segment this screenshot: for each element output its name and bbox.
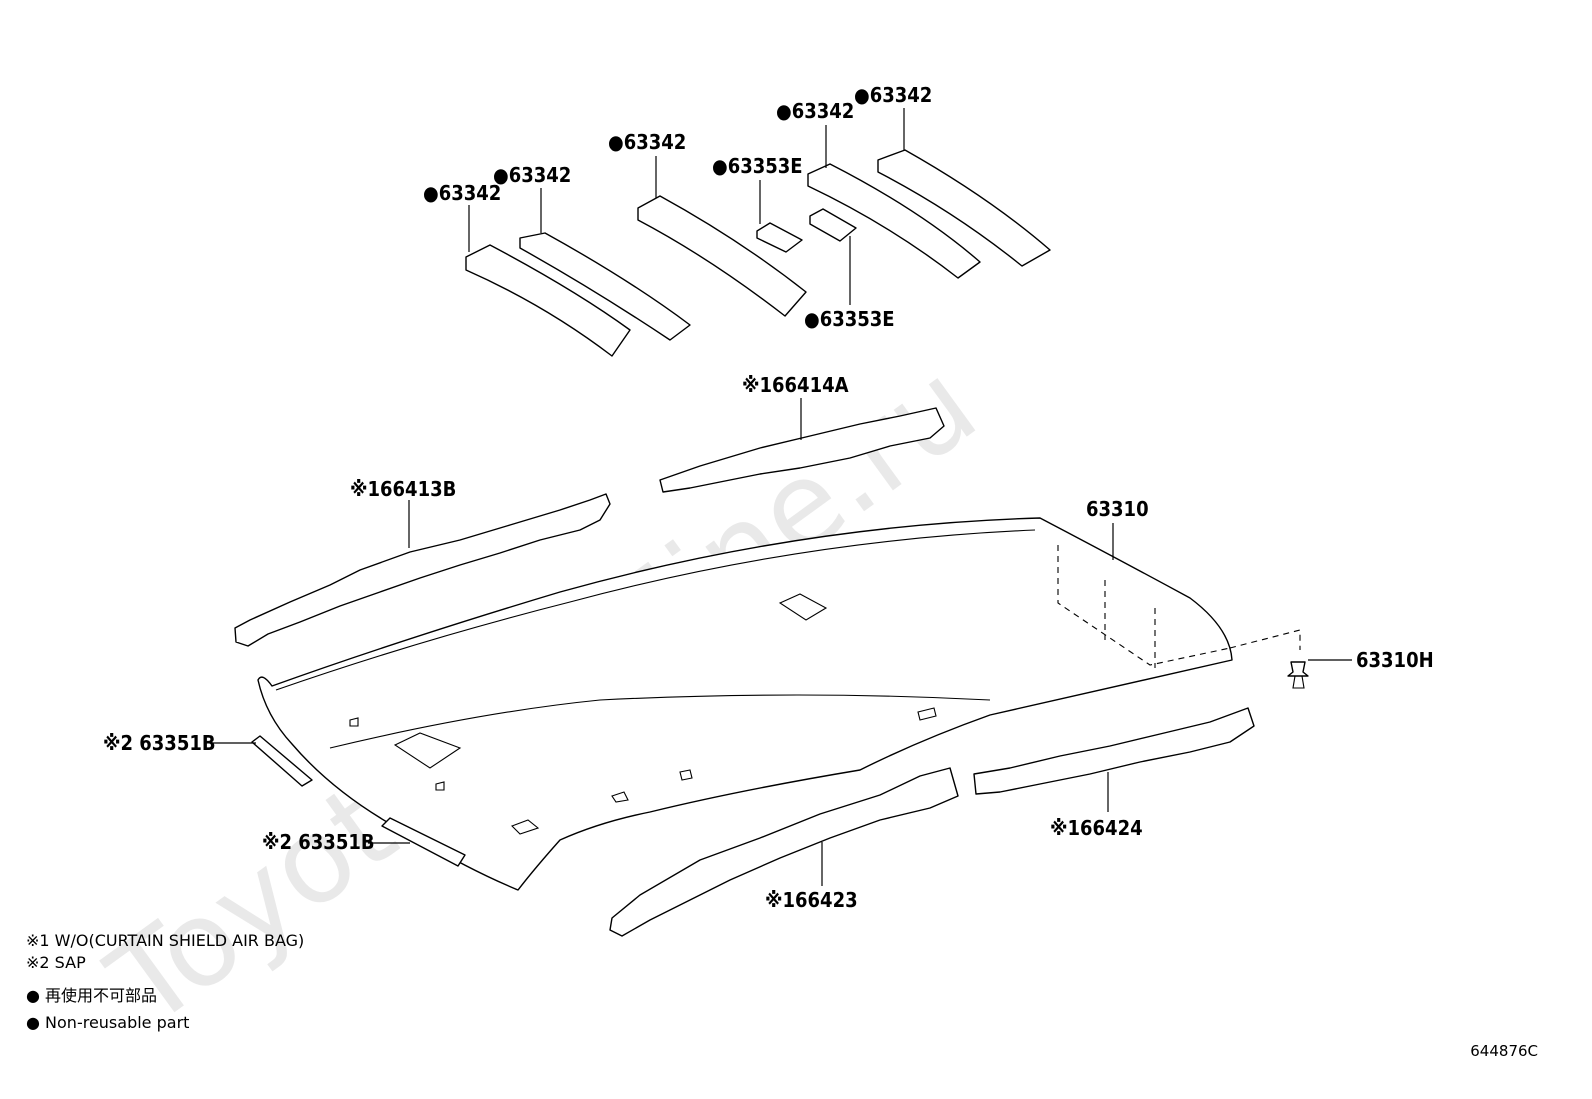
pad-63342-1[interactable] [465, 244, 631, 357]
map-lamp-opening [778, 593, 828, 621]
part-labels: ●63342 ●63342 ●63342 ●63353E ●63342 ●633… [103, 83, 1434, 912]
label-66413b: ※166413B [350, 477, 456, 501]
bracket-66414a[interactable] [659, 407, 945, 493]
label-63342-b: ●63342 [493, 163, 571, 187]
label-63342-c: ●63342 [608, 130, 686, 154]
label-63353e-b: ●63353E [804, 307, 895, 331]
leader-lines [210, 108, 1352, 886]
bracket-66423[interactable] [609, 767, 959, 937]
legend-symbol-jp: ● 再使用不可部品 [26, 986, 157, 1005]
label-63351b-a: ※2 63351B [103, 731, 216, 755]
label-63342-a: ●63342 [423, 181, 501, 205]
diagram-code: 644876C [1470, 1042, 1538, 1060]
label-66414a: ※166414A [742, 373, 849, 397]
label-63353e-a: ●63353E [712, 154, 803, 178]
pad-63342-4[interactable] [807, 163, 981, 279]
label-63310: 63310 [1086, 497, 1149, 521]
label-66423: ※166423 [765, 888, 858, 912]
pad-63342-2[interactable] [519, 232, 691, 341]
legend: ※1 W/O(CURTAIN SHIELD AIR BAG) ※2 SAP ● … [26, 931, 304, 1032]
pads-group [465, 149, 1051, 357]
pad-63342-5[interactable] [877, 149, 1051, 267]
label-63342-e: ●63342 [854, 83, 932, 107]
label-63351b-b: ※2 63351B [262, 830, 375, 854]
seal-63351b-2[interactable] [381, 817, 466, 867]
label-63310h: 63310H [1356, 648, 1434, 672]
legend-note-1: ※1 W/O(CURTAIN SHIELD AIR BAG) [26, 931, 304, 950]
pad-63353e-1[interactable] [756, 222, 803, 253]
label-63342-d: ●63342 [776, 99, 854, 123]
clip-63310h[interactable] [1287, 661, 1309, 689]
pad-63342-3[interactable] [637, 195, 807, 317]
seal-63351b-1[interactable] [251, 735, 313, 787]
sunroof-opening [393, 732, 462, 769]
legend-note-2: ※2 SAP [26, 953, 86, 972]
bracket-66424[interactable] [973, 707, 1255, 795]
label-66424: ※166424 [1050, 816, 1143, 840]
roof-headlining-63310[interactable] [257, 517, 1301, 891]
pad-63353e-2[interactable] [809, 208, 857, 242]
legend-symbol-en: ● Non-reusable part [26, 1013, 189, 1032]
bracket-66413b[interactable] [234, 493, 611, 647]
